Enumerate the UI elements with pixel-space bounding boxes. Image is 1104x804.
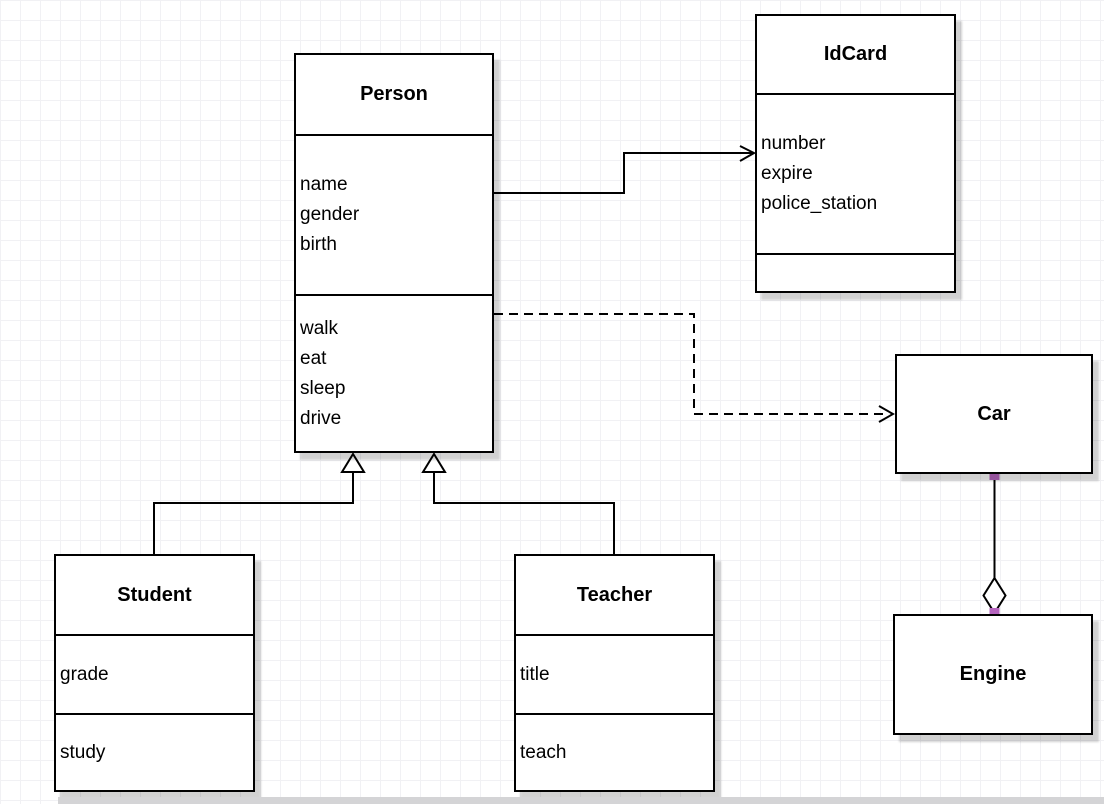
attribute: number [761, 133, 826, 154]
canvas-edge-strip [58, 797, 1104, 804]
method: drive [300, 407, 342, 429]
attributes-section: number expire police_station [757, 95, 954, 255]
open-arrowhead-icon [739, 145, 757, 162]
methods-section: walk eat sleep drive [296, 296, 492, 451]
class-title: Car [977, 402, 1011, 425]
methods-section-empty [757, 255, 954, 291]
attribute: gender [300, 204, 360, 225]
methods-section: study [56, 715, 253, 790]
attributes-section: title [516, 636, 713, 715]
generalization-connector-teacher-person[interactable] [433, 472, 615, 554]
attribute: name [300, 174, 348, 195]
class-title: Engine [959, 663, 1027, 685]
hollow-triangle-icon [421, 452, 447, 473]
association-connector-person-idcard[interactable] [494, 152, 752, 194]
hollow-diamond-icon [982, 576, 1007, 615]
class-title: IdCard [757, 16, 954, 95]
methods-section: teach [516, 715, 713, 790]
class-box-car[interactable]: Car [895, 354, 1093, 474]
attribute: expire [761, 163, 813, 184]
attribute: grade [60, 663, 109, 685]
generalization-connector-student-person[interactable] [153, 472, 354, 554]
attributes-section: name gender birth [296, 136, 492, 296]
method: study [60, 741, 106, 763]
attribute: birth [300, 234, 337, 255]
method: sleep [300, 377, 346, 399]
open-arrowhead-icon [878, 405, 896, 423]
attribute: title [520, 663, 550, 685]
dependency-connector-person-car[interactable] [494, 313, 888, 415]
class-box-teacher[interactable]: Teacher title teach [514, 554, 715, 792]
class-title: Person [296, 55, 492, 136]
method: walk [300, 317, 339, 339]
class-title: Student [56, 556, 253, 636]
class-box-student[interactable]: Student grade study [54, 554, 255, 792]
class-box-person[interactable]: Person name gender birth walk eat sleep … [294, 53, 494, 453]
selection-handle[interactable] [989, 470, 1000, 480]
attributes-section: grade [56, 636, 253, 715]
class-box-engine[interactable]: Engine [893, 614, 1093, 735]
class-box-idcard[interactable]: IdCard number expire police_station [755, 14, 956, 293]
attribute: police_station [761, 193, 878, 214]
class-title: Teacher [516, 556, 713, 636]
method: teach [520, 741, 567, 763]
method: eat [300, 347, 327, 369]
hollow-triangle-icon [340, 452, 366, 473]
selection-handle[interactable] [989, 608, 1000, 618]
